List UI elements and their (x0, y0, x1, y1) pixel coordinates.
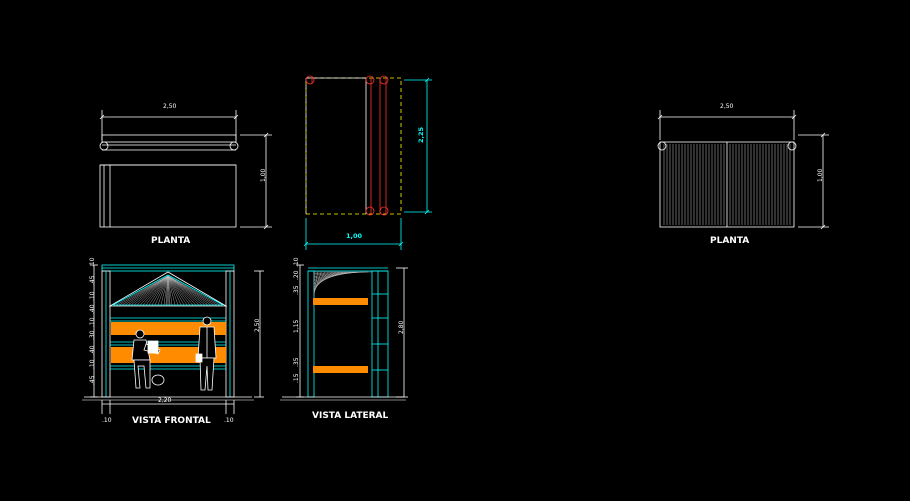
front-seg-5: .10 (89, 317, 96, 327)
plan-left-width-dim: 2,50 (163, 103, 177, 110)
side-elevation (280, 264, 408, 401)
side-seg-4: .35 (293, 357, 300, 367)
front-seg-4: .40 (89, 304, 96, 314)
side-label: VISTA LATERAL (312, 411, 389, 421)
front-seg-2: .45 (89, 275, 96, 285)
plan-right-width-dim: 2,50 (720, 103, 734, 110)
plan-middle (303, 75, 432, 250)
front-seg-6: .30 (89, 330, 96, 340)
side-roof-hatch (313, 271, 372, 296)
side-seg-2: .35 (293, 285, 300, 295)
front-seg-8: .10 (89, 359, 96, 369)
plan-left (99, 110, 272, 230)
side-seg-1: .20 (293, 270, 300, 280)
seated-person-figure (131, 329, 165, 389)
plan-left-label: PLANTA (151, 236, 190, 246)
front-seg-1: .10 (89, 257, 96, 267)
standing-person-figure (195, 316, 217, 391)
front-seg-3: .10 (89, 291, 96, 301)
plan-right (657, 110, 829, 230)
front-right-edge-dim: .10 (224, 417, 234, 424)
plan-left-height-dim: 1,00 (260, 168, 267, 182)
side-seg-3: 1,15 (293, 319, 300, 333)
front-label: VISTA FRONTAL (132, 416, 211, 426)
side-seg-5: .15 (293, 373, 300, 383)
side-height-dim: 2,80 (398, 320, 405, 334)
plan-right-height-dim: 1,00 (817, 168, 824, 182)
front-seg-9: .45 (89, 375, 96, 385)
plan-middle-height-dim: 2,25 (417, 126, 425, 143)
front-seg-7: .40 (89, 345, 96, 355)
plan-middle-width-dim: 1,00 (346, 232, 363, 240)
side-seg-top: .10 (293, 257, 300, 267)
plan-right-label: PLANTA (710, 236, 749, 246)
front-roof-hatch (115, 275, 221, 306)
front-left-edge-dim: .10 (102, 417, 112, 424)
front-width-dim: 2,20 (158, 397, 172, 404)
plan-right-roof-hatch (663, 144, 791, 225)
front-height-dim: 2,50 (254, 318, 261, 332)
